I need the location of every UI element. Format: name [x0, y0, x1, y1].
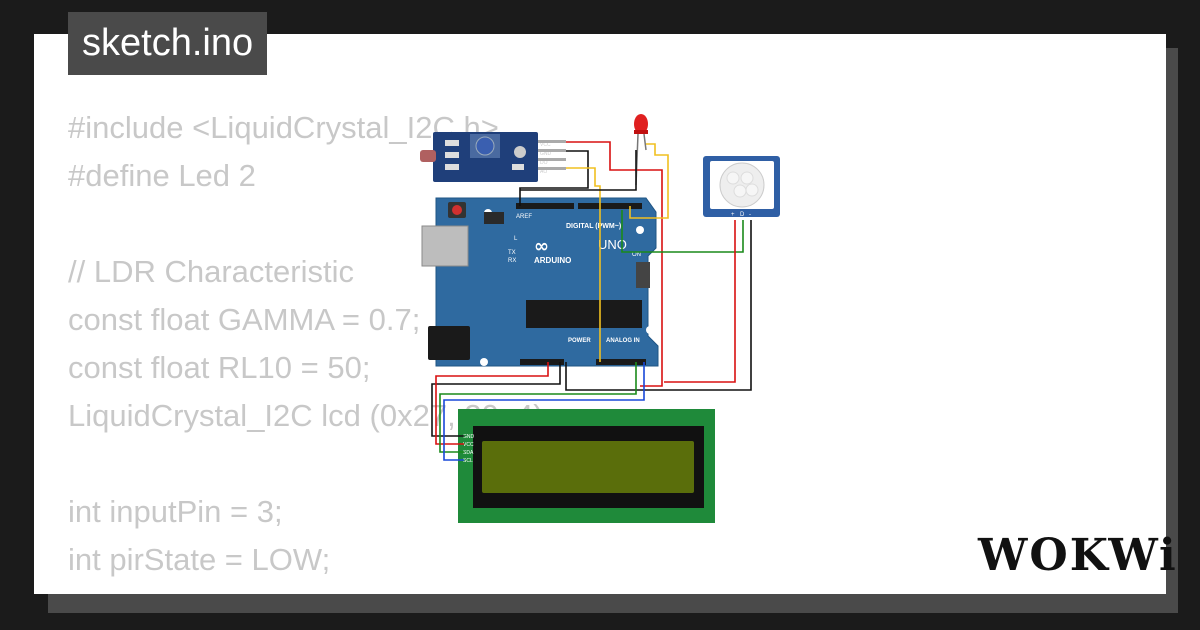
wire-green — [621, 210, 744, 253]
code-preview: #include <LiquidCrystal_I2C.h>#define Le… — [68, 104, 552, 594]
wokwi-logo: WOKWi — [978, 530, 1178, 581]
arduino-model: UNO — [598, 237, 627, 252]
wire-red — [435, 362, 549, 445]
power-label: POWER — [568, 338, 591, 344]
lcd-pin-label: VCC — [463, 442, 474, 448]
pir-pin-label: + — [731, 212, 735, 218]
ldr-module[interactable]: VCC GND DO AO — [420, 132, 566, 182]
wire-yellow — [629, 143, 669, 219]
code-line: const float RL10 = 50; — [68, 350, 371, 385]
code-line: int inputPin = 3; — [68, 494, 283, 529]
rx-label: RX — [508, 258, 516, 264]
code-line: int pirState = LOW; — [68, 542, 331, 577]
lcd-display[interactable]: GND VCC SDA SCL — [458, 409, 715, 523]
tx-label: TX — [508, 250, 516, 256]
ldr-pin-label: AO — [540, 169, 547, 175]
ldr-pin-label: GND — [540, 151, 552, 157]
pir-sensor[interactable]: + D - — [703, 156, 780, 218]
ldr-pin-label: DO — [540, 160, 548, 166]
usb-port — [421, 225, 469, 267]
pir-pin-label: - — [749, 212, 751, 218]
aref-label: AREF — [516, 214, 532, 220]
code-line: // LDR Characteristic — [68, 254, 354, 289]
wire-black — [431, 362, 561, 437]
ldr-pin-label: VCC — [540, 142, 551, 148]
power-jack — [428, 326, 470, 360]
wire-black — [565, 220, 752, 391]
code-line: #define Led 2 — [68, 158, 256, 193]
wire-yellow — [566, 167, 601, 362]
l-label: L — [514, 236, 518, 242]
pir-pin-label: D — [740, 212, 745, 218]
power-header — [520, 359, 564, 365]
lcd-pin-label: GND — [463, 434, 475, 440]
photoresistor — [420, 150, 436, 162]
arduino-brand: ARDUINO — [534, 256, 571, 265]
arduino-uno-board[interactable]: AREF DIGITAL (PWM~) ∞ ARDUINO UNO TX RX … — [421, 197, 659, 367]
wire-blue — [443, 362, 645, 461]
lcd-pin-label: SCL — [463, 458, 473, 464]
lcd-pin-label: SDA — [463, 450, 474, 456]
wires — [431, 141, 752, 461]
lcd-screen — [482, 441, 694, 493]
code-line: int val = 0; — [68, 584, 552, 594]
digital-label: DIGITAL (PWM~) — [566, 223, 621, 230]
wire-black — [520, 150, 637, 191]
analog-label: ANALOG IN — [606, 338, 640, 344]
wire-green — [439, 362, 637, 453]
file-tab[interactable]: sketch.ino — [68, 12, 268, 75]
code-line: const float GAMMA = 0.7; — [68, 302, 421, 337]
digital-header-1 — [516, 203, 574, 209]
digital-header-2 — [578, 203, 642, 209]
on-label: ON — [632, 252, 641, 258]
arduino-infinity-logo: ∞ — [534, 236, 549, 257]
wire-red — [664, 220, 736, 383]
analog-header — [596, 359, 646, 365]
wire-black — [519, 150, 589, 206]
atmega-chip — [526, 300, 642, 328]
